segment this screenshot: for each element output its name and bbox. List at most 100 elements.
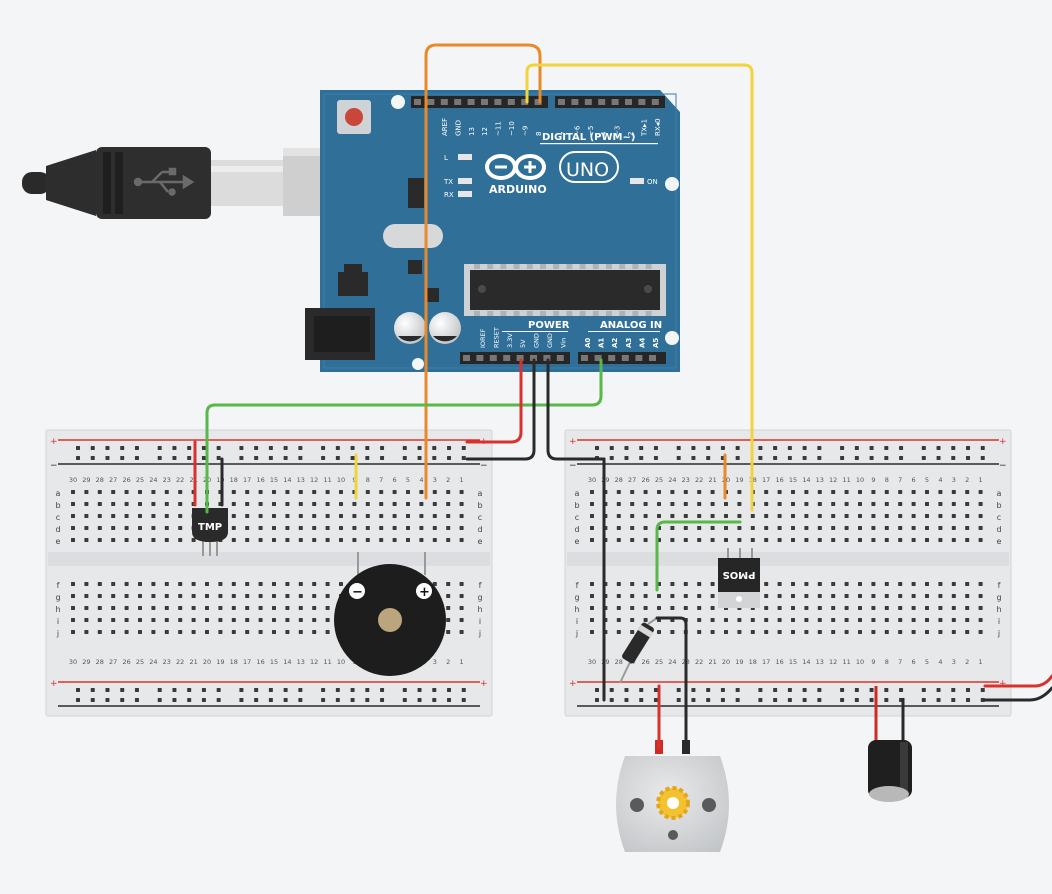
terminal-hole	[111, 594, 116, 598]
terminal-hole	[831, 594, 836, 598]
rail-hole	[120, 456, 125, 460]
power-header[interactable]	[460, 352, 570, 364]
column-number: 21	[708, 658, 716, 666]
header-pin	[598, 99, 606, 105]
terminal-hole	[630, 490, 635, 494]
chip-pin	[606, 264, 612, 269]
terminal-hole	[205, 630, 209, 634]
column-number: 24	[668, 476, 676, 484]
terminal-hole	[965, 514, 970, 518]
reset-button[interactable]	[337, 100, 371, 134]
terminal-hole	[84, 538, 89, 542]
terminal-hole	[978, 582, 983, 586]
terminal-hole	[590, 630, 594, 634]
rail-hole	[966, 688, 971, 692]
wire-red-5v[interactable]	[465, 358, 523, 444]
header-pin	[467, 99, 475, 105]
pmos-transistor[interactable]: PMOS	[718, 548, 760, 608]
column-number: 4	[938, 476, 942, 484]
rail-hole	[951, 688, 956, 692]
column-number: 1	[460, 476, 464, 484]
terminal-hole	[938, 594, 943, 598]
power-pin-label: IOREF	[479, 328, 487, 348]
chip-pin	[487, 311, 494, 316]
wire-green-a1[interactable]	[205, 358, 603, 514]
terminal-hole	[231, 618, 236, 622]
rail-hole	[624, 456, 629, 460]
breadboard-right[interactable]: +−+−++3030292928282727262625252424232322…	[564, 429, 1012, 717]
terminal-hole	[151, 582, 156, 586]
terminal-hole	[817, 594, 822, 598]
terminal-hole	[191, 582, 196, 586]
rail-hole	[966, 456, 971, 460]
terminal-hole	[590, 526, 594, 530]
terminal-hole	[312, 606, 317, 610]
power-label: POWER	[528, 320, 570, 331]
terminal-hole	[205, 606, 209, 610]
rail-hole	[921, 456, 926, 460]
led	[458, 178, 472, 184]
electrolytic-capacitor[interactable]	[868, 686, 912, 802]
terminal-hole	[750, 526, 755, 530]
rail-hole	[172, 688, 177, 692]
column-number: 3	[433, 476, 437, 484]
terminal-hole	[138, 618, 142, 622]
terminal-hole	[630, 538, 635, 542]
voltage-regulator	[338, 272, 368, 296]
terminal-hole	[804, 630, 809, 634]
terminal-hole	[978, 594, 983, 598]
digital-pin-label: 7	[560, 132, 568, 136]
row-letter: g	[477, 593, 482, 602]
wire-black-motor[interactable]	[655, 616, 688, 750]
terminal-hole	[258, 538, 263, 542]
terminal-hole	[325, 490, 330, 494]
terminal-hole	[791, 490, 795, 494]
terminal-hole	[352, 502, 357, 506]
wire-black-external[interactable]	[983, 686, 1052, 702]
terminal-hole	[71, 630, 75, 634]
terminal-hole	[111, 630, 116, 634]
header-pin	[558, 99, 565, 105]
wire-green-gate[interactable]	[655, 520, 742, 592]
terminal-hole	[71, 526, 75, 530]
row-letter: c	[575, 513, 579, 522]
terminal-hole	[697, 526, 702, 530]
column-number: 10	[337, 476, 345, 484]
terminal-hole	[339, 514, 343, 518]
wire-black-gnd-right[interactable]	[546, 358, 606, 461]
rail-hole	[817, 446, 822, 450]
terminal-hole	[643, 594, 648, 598]
terminal-hole	[871, 618, 876, 622]
row-letter: f	[57, 581, 60, 590]
dc-motor[interactable]	[616, 740, 729, 852]
terminal-hole	[710, 526, 715, 530]
terminal-hole	[898, 490, 903, 494]
digital-header-right[interactable]	[555, 96, 665, 108]
terminal-hole	[858, 630, 862, 634]
piezo-buzzer[interactable]: − +	[334, 552, 446, 676]
header-pin	[584, 99, 592, 105]
terminal-hole	[459, 606, 464, 610]
terminal-hole	[164, 582, 169, 586]
wire-yellow-pin9[interactable]	[525, 63, 754, 512]
terminal-hole	[831, 490, 836, 494]
diode[interactable]	[619, 617, 658, 684]
analog-pin-label: A4	[638, 338, 646, 348]
terminal-hole	[710, 594, 715, 598]
wire-orange-pin8[interactable]	[424, 43, 542, 500]
usb-chip	[408, 178, 424, 208]
terminal-hole	[965, 526, 970, 530]
wire-red-external[interactable]	[983, 674, 1052, 688]
wire-black-gnd-left[interactable]	[465, 358, 536, 461]
temperature-sensor[interactable]: TMP	[192, 508, 228, 556]
terminal-hole	[697, 606, 702, 610]
terminal-hole	[817, 526, 822, 530]
terminal-hole	[258, 618, 263, 622]
terminal-hole	[151, 618, 156, 622]
terminal-hole	[164, 630, 169, 634]
column-number: 29	[82, 476, 90, 484]
rail-hole	[239, 688, 244, 692]
rail-hole	[595, 688, 599, 692]
row-letter: e	[56, 537, 61, 546]
